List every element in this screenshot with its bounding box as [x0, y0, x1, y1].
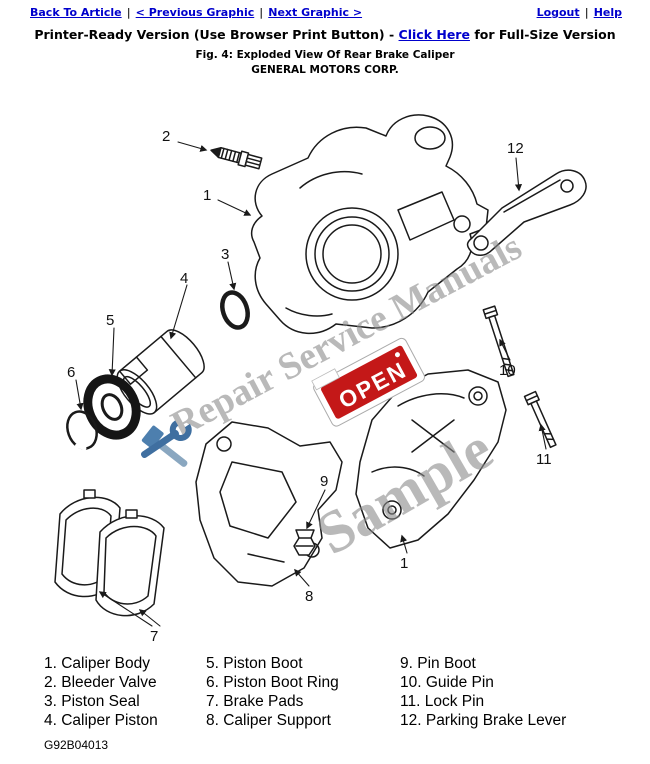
callout-caliper-body-right: 1	[400, 555, 409, 572]
logout-link[interactable]: Logout	[536, 6, 580, 19]
callout-pin-boot: 9	[320, 473, 329, 490]
parts-legend: 1. Caliper Body 2. Bleeder Valve 3. Pist…	[44, 654, 640, 730]
diagram-area: Repair Service Manuals Sample OPEN	[0, 92, 650, 652]
callout-caliper-piston: 4	[180, 270, 189, 287]
callout-leader-lines	[75, 141, 547, 627]
legend-column-3: 9. Pin Boot 10. Guide Pin 11. Lock Pin 1…	[400, 654, 640, 730]
pin-boot-drawing	[293, 529, 316, 556]
legend-item-piston-seal: 3. Piston Seal	[44, 693, 140, 710]
tools-watermark-icon	[140, 419, 192, 467]
callout-piston-boot: 5	[106, 312, 115, 329]
lock-pin-drawing	[523, 390, 557, 449]
callout-caliper-body: 1	[203, 187, 212, 204]
callout-piston-boot-ring: 6	[67, 364, 76, 381]
legend-column-1: 1. Caliper Body 2. Bleeder Valve 3. Pist…	[44, 654, 206, 730]
nav-right: Logout | Help	[537, 6, 622, 19]
callout-caliper-support: 8	[305, 588, 314, 605]
click-here-link[interactable]: Click Here	[398, 27, 470, 42]
next-graphic-link[interactable]: Next Graphic >	[268, 6, 363, 19]
piston-seal-drawing	[220, 290, 250, 330]
brake-pads-drawing	[54, 489, 165, 617]
nav-separator: |	[259, 6, 264, 19]
callout-piston-seal: 3	[221, 246, 230, 263]
fullsize-suffix-text: for Full-Size Version	[474, 27, 616, 42]
piston-boot-ring-drawing	[66, 410, 98, 451]
callout-lock-pin: 11	[536, 451, 552, 468]
previous-graphic-link[interactable]: < Previous Graphic	[135, 6, 255, 19]
exploded-view-diagram: Repair Service Manuals Sample OPEN	[54, 114, 587, 627]
nav-left: Back To Article | < Previous Graphic | N…	[30, 6, 362, 19]
figure-code: G92B04013	[44, 738, 109, 752]
callout-guide-pin: 10	[499, 362, 516, 379]
callout-brake-pads: 7	[150, 628, 159, 645]
callout-bleeder-valve: 2	[162, 128, 171, 145]
top-nav: Back To Article | < Previous Graphic | N…	[0, 0, 650, 19]
legend-item-pin-boot: 9. Pin Boot	[400, 655, 476, 672]
legend-item-parking-brake-lever: 12. Parking Brake Lever	[400, 712, 567, 729]
figure-caption: Fig. 4: Exploded View Of Rear Brake Cali…	[195, 49, 455, 61]
legend-item-bleeder-valve: 2. Bleeder Valve	[44, 674, 157, 691]
parking-brake-lever-drawing	[466, 169, 587, 256]
caliper-piston-drawing	[116, 329, 205, 415]
open-sign: OPEN	[311, 337, 425, 427]
legend-item-caliper-piston: 4. Caliper Piston	[44, 712, 158, 729]
nav-separator: |	[584, 6, 589, 19]
nav-separator: |	[126, 6, 131, 19]
legend-item-brake-pads: 7. Brake Pads	[206, 693, 304, 710]
bleeder-valve-drawing	[210, 146, 263, 170]
callout-parking-brake-lever: 12	[507, 140, 524, 157]
legend-item-caliper-body: 1. Caliper Body	[44, 655, 150, 672]
legend-item-piston-boot: 5. Piston Boot	[206, 655, 303, 672]
legend-item-lock-pin: 11. Lock Pin	[400, 693, 485, 710]
legend-column-2: 5. Piston Boot 6. Piston Boot Ring 7. Br…	[206, 654, 400, 730]
printer-ready-line: Printer-Ready Version (Use Browser Print…	[0, 27, 650, 42]
help-link[interactable]: Help	[593, 6, 622, 19]
printer-ready-text: Printer-Ready Version (Use Browser Print…	[34, 27, 395, 42]
legend-item-guide-pin: 10. Guide Pin	[400, 674, 494, 691]
back-to-article-link[interactable]: Back To Article	[30, 6, 122, 19]
manufacturer-name: GENERAL MOTORS CORP.	[251, 64, 399, 76]
legend-item-caliper-support: 8. Caliper Support	[206, 712, 331, 729]
legend-item-piston-boot-ring: 6. Piston Boot Ring	[206, 674, 339, 691]
